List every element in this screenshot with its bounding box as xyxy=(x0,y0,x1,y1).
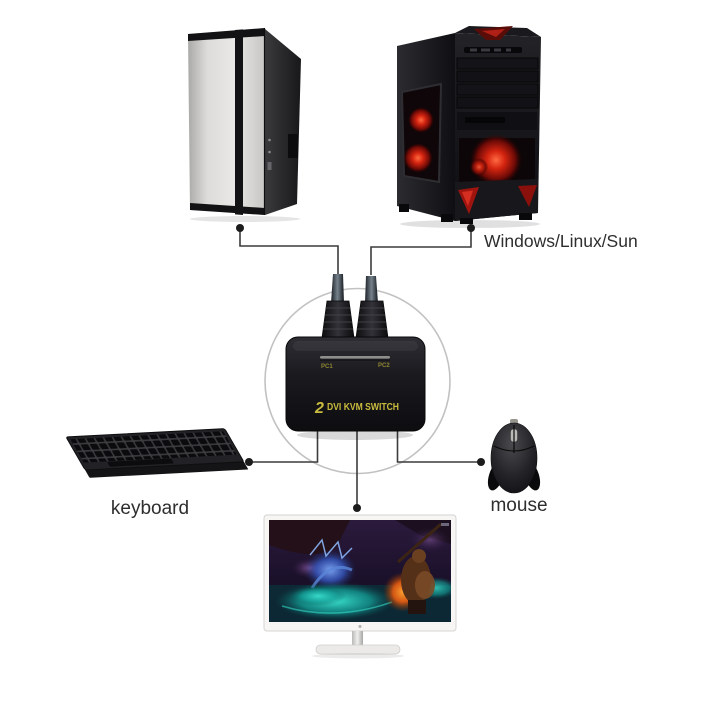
case-foot xyxy=(519,213,532,220)
side-fan-glow-bottom xyxy=(403,143,433,173)
silver-pc-tower xyxy=(188,28,301,222)
cable-pc1 xyxy=(331,274,344,303)
scene-dragon-wing xyxy=(269,520,350,555)
tower-front-stripe xyxy=(235,29,243,216)
side-fan-glow-top xyxy=(408,107,434,133)
bottom-red-triangle-right xyxy=(518,185,537,207)
selector-slot xyxy=(320,356,390,359)
device-sheen xyxy=(293,341,418,351)
mouse-label: mouse xyxy=(490,495,547,516)
top-red-accent-core xyxy=(482,29,505,37)
connector-dot xyxy=(353,504,361,512)
mouse-button-split xyxy=(493,445,535,452)
front-red-glow-small xyxy=(470,158,488,176)
port1-label: PC1 xyxy=(321,364,333,370)
cable-boot-pc1 xyxy=(321,300,355,339)
scene-spear xyxy=(397,522,442,564)
scene-orc-legs xyxy=(408,600,426,614)
io-port xyxy=(506,48,511,52)
line-pc1 xyxy=(239,231,339,274)
selector-slot-shadow xyxy=(320,359,390,361)
scene-teal-core xyxy=(290,586,346,606)
kvm-cables xyxy=(321,274,389,339)
scene-watermark xyxy=(441,523,449,526)
side-vent xyxy=(288,134,298,158)
bottom-red-triangle-left-core xyxy=(462,190,473,206)
scene-ice-spikes xyxy=(309,538,353,560)
keyboard-spacebar xyxy=(107,458,174,467)
monitor-stand-base xyxy=(315,644,401,655)
scene-orc-head xyxy=(412,549,426,563)
scene-orc-armor xyxy=(415,571,435,599)
case-foot xyxy=(460,218,473,224)
boot-ribs xyxy=(323,307,387,330)
kvm-switch-device: PC1 PC2 2 DVI KVM SWITCH xyxy=(285,336,426,440)
scene-swirl-arc xyxy=(281,601,393,614)
front-port-dot xyxy=(268,138,271,142)
io-port xyxy=(494,48,501,52)
connector-dot xyxy=(245,458,253,466)
cable-boot-pc2 xyxy=(355,300,389,339)
connector-dot xyxy=(236,224,244,232)
mouse-body xyxy=(490,422,538,494)
tower-shadow xyxy=(190,216,300,222)
keyboard-keys xyxy=(70,431,237,463)
device-model-number: 2 xyxy=(314,400,324,417)
case-foot xyxy=(399,204,409,212)
keyboard-front-edge xyxy=(84,460,248,478)
tower-bottom-trim xyxy=(190,203,265,215)
monitor-shadow xyxy=(312,653,404,659)
drive-bays xyxy=(456,57,539,109)
screen-game-scene xyxy=(269,520,451,622)
monitor-illustration xyxy=(263,514,457,659)
tower-front-panel xyxy=(188,28,265,215)
gaming-pc-tower xyxy=(397,26,541,228)
case-foot xyxy=(441,214,453,222)
device-shadow xyxy=(297,430,413,440)
line-keyboard xyxy=(249,431,319,463)
device-body xyxy=(285,336,426,432)
line-mouse xyxy=(396,431,481,463)
line-pc2 xyxy=(370,231,472,275)
cable-pc2 xyxy=(365,276,378,303)
scene-purple-glow xyxy=(410,528,450,552)
os-label: Windows/Linux/Sun xyxy=(484,231,638,251)
mouse-illustration xyxy=(487,419,541,494)
connector-dot xyxy=(467,224,475,232)
tower-side-panel xyxy=(265,29,301,215)
port2-label: PC2 xyxy=(378,363,390,369)
keyboard-label: keyboard xyxy=(111,498,189,519)
tower-top-trim xyxy=(188,28,265,41)
front-port xyxy=(267,162,272,170)
monitor-logo xyxy=(358,625,362,628)
keyboard-illustration xyxy=(66,428,248,478)
connector-dot xyxy=(477,458,485,466)
device-model-name: DVI KVM SWITCH xyxy=(327,401,399,413)
connection-lines xyxy=(239,231,481,505)
connector-dots xyxy=(236,224,485,512)
bay-slot xyxy=(465,117,505,123)
io-port xyxy=(470,48,477,52)
io-port xyxy=(481,48,490,52)
monitor-stand-neck xyxy=(352,631,363,647)
front-port-dot xyxy=(268,150,271,154)
